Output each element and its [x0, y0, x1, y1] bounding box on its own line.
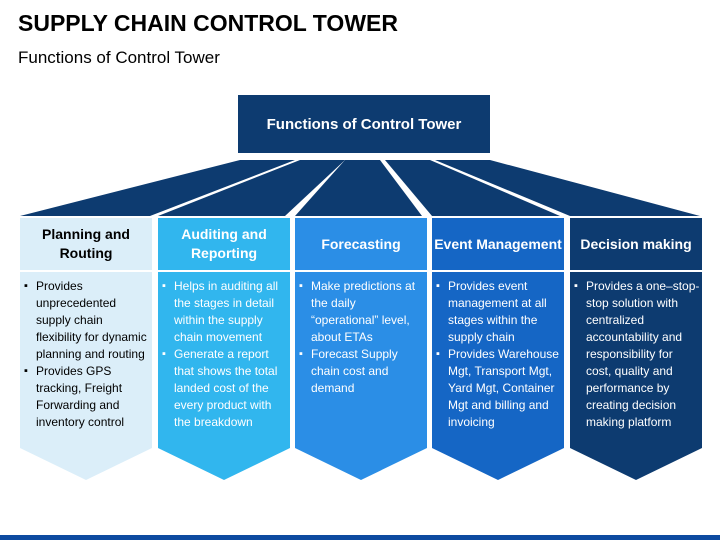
bottom-bar: [0, 535, 720, 540]
center-box: Functions of Control Tower: [238, 95, 490, 153]
function-column-5: Decision makingProvides a one–stop-stop …: [570, 218, 702, 480]
bullet-item: Forecast Supply chain cost and demand: [299, 346, 425, 397]
bullet-list: Provides unprecedented supply chain flex…: [24, 278, 150, 431]
bullet-item: Make predictions at the daily “operation…: [299, 278, 425, 346]
fan-blade-1: [20, 160, 295, 216]
bullet-item: Generate a report that shows the total l…: [162, 346, 288, 431]
function-column-3: ForecastingMake predictions at the daily…: [295, 218, 427, 480]
function-column-1: Planning and RoutingProvides unprecedent…: [20, 218, 152, 480]
fan-blade-3: [295, 160, 422, 216]
page-title: SUPPLY CHAIN CONTROL TOWER: [18, 10, 398, 36]
fan-blade-4: [385, 160, 560, 216]
bullet-list: Helps in auditing all the stages in deta…: [162, 278, 288, 431]
bullet-list: Provides a one–stop-stop solution with c…: [574, 278, 700, 431]
connector-fan: [20, 160, 700, 216]
bullet-item: Helps in auditing all the stages in deta…: [162, 278, 288, 346]
column-heading: Forecasting: [295, 218, 427, 270]
bullet-item: Provides a one–stop-stop solution with c…: [574, 278, 700, 431]
bullet-list: Make predictions at the daily “operation…: [299, 278, 425, 397]
fan-blade-2: [158, 160, 345, 216]
bullet-item: Provides event management at all stages …: [436, 278, 562, 346]
bullet-item: Provides GPS tracking, Freight Forwardin…: [24, 363, 150, 431]
column-heading: Event Management: [432, 218, 564, 270]
bullet-list: Provides event management at all stages …: [436, 278, 562, 431]
function-column-2: Auditing and ReportingHelps in auditing …: [158, 218, 290, 480]
column-heading: Planning and Routing: [20, 218, 152, 270]
column-heading: Decision making: [570, 218, 702, 270]
fan-blade-5: [435, 160, 700, 216]
function-column-4: Event ManagementProvides event managemen…: [432, 218, 564, 480]
bullet-item: Provides Warehouse Mgt, Transport Mgt, Y…: [436, 346, 562, 431]
page-subtitle: Functions of Control Tower: [18, 48, 220, 67]
column-heading: Auditing and Reporting: [158, 218, 290, 270]
bullet-item: Provides unprecedented supply chain flex…: [24, 278, 150, 363]
